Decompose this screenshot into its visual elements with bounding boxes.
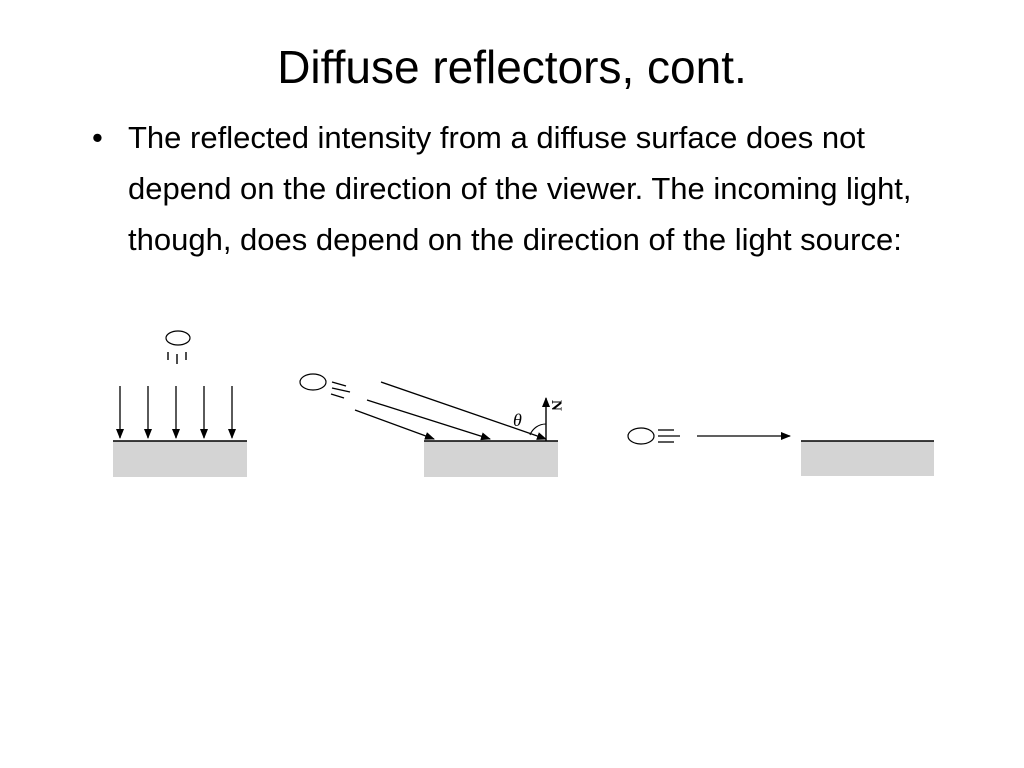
surface	[424, 441, 558, 477]
panel-oblique-light: N θ	[299, 373, 564, 477]
panel-overhead-light	[113, 330, 247, 477]
light-bulb-icon	[165, 330, 191, 364]
slide-title: Diffuse reflectors, cont.	[277, 41, 747, 93]
bullet-text: The reflected intensity from a diffuse s…	[128, 120, 912, 257]
panel-grazing-light	[627, 427, 934, 476]
bullet-marker: •	[92, 120, 103, 155]
angle-label: θ	[513, 410, 522, 430]
bullet-list: • The reflected intensity from a diffuse…	[92, 112, 922, 265]
surface-normal: N θ	[513, 397, 564, 441]
surface	[113, 441, 247, 477]
incident-rays	[116, 386, 236, 439]
normal-label: N	[548, 400, 564, 411]
light-bulb-icon	[299, 373, 351, 399]
bullet-item: • The reflected intensity from a diffuse…	[92, 112, 922, 265]
light-incidence-diagram: N θ	[113, 330, 934, 477]
surface	[801, 441, 934, 476]
light-bulb-icon	[627, 427, 680, 445]
incident-rays	[354, 381, 547, 441]
